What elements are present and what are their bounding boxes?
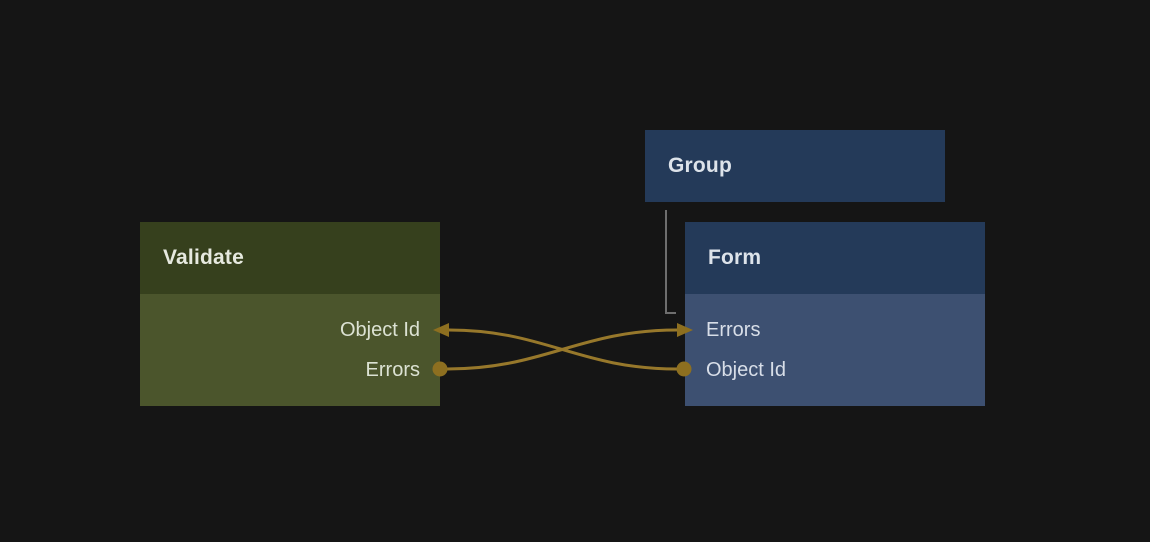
node-form-body: Errors Object Id bbox=[685, 294, 985, 406]
edge-group-to-form[interactable] bbox=[665, 210, 676, 314]
edge-validate-errors-to-form-errors[interactable] bbox=[446, 328, 678, 371]
field-validate-object-id[interactable]: Object Id bbox=[339, 319, 420, 341]
field-form-object-id[interactable]: Object Id bbox=[706, 359, 787, 381]
node-validate[interactable]: Validate Object Id Errors bbox=[140, 222, 440, 406]
node-form[interactable]: Form Errors Object Id bbox=[685, 222, 985, 406]
node-group-header[interactable]: Group bbox=[645, 130, 945, 202]
node-form-title: Form bbox=[708, 246, 762, 269]
node-validate-body: Object Id Errors bbox=[140, 294, 440, 406]
field-validate-errors[interactable]: Errors bbox=[365, 359, 420, 381]
node-group[interactable]: Group bbox=[645, 130, 945, 202]
field-form-errors[interactable]: Errors bbox=[706, 319, 761, 341]
edge-form-object-id-to-validate-object-id[interactable] bbox=[448, 328, 678, 371]
node-group-title: Group bbox=[668, 154, 732, 177]
node-validate-title: Validate bbox=[163, 246, 244, 269]
node-form-header[interactable]: Form bbox=[685, 222, 985, 294]
node-validate-header[interactable]: Validate bbox=[140, 222, 440, 294]
